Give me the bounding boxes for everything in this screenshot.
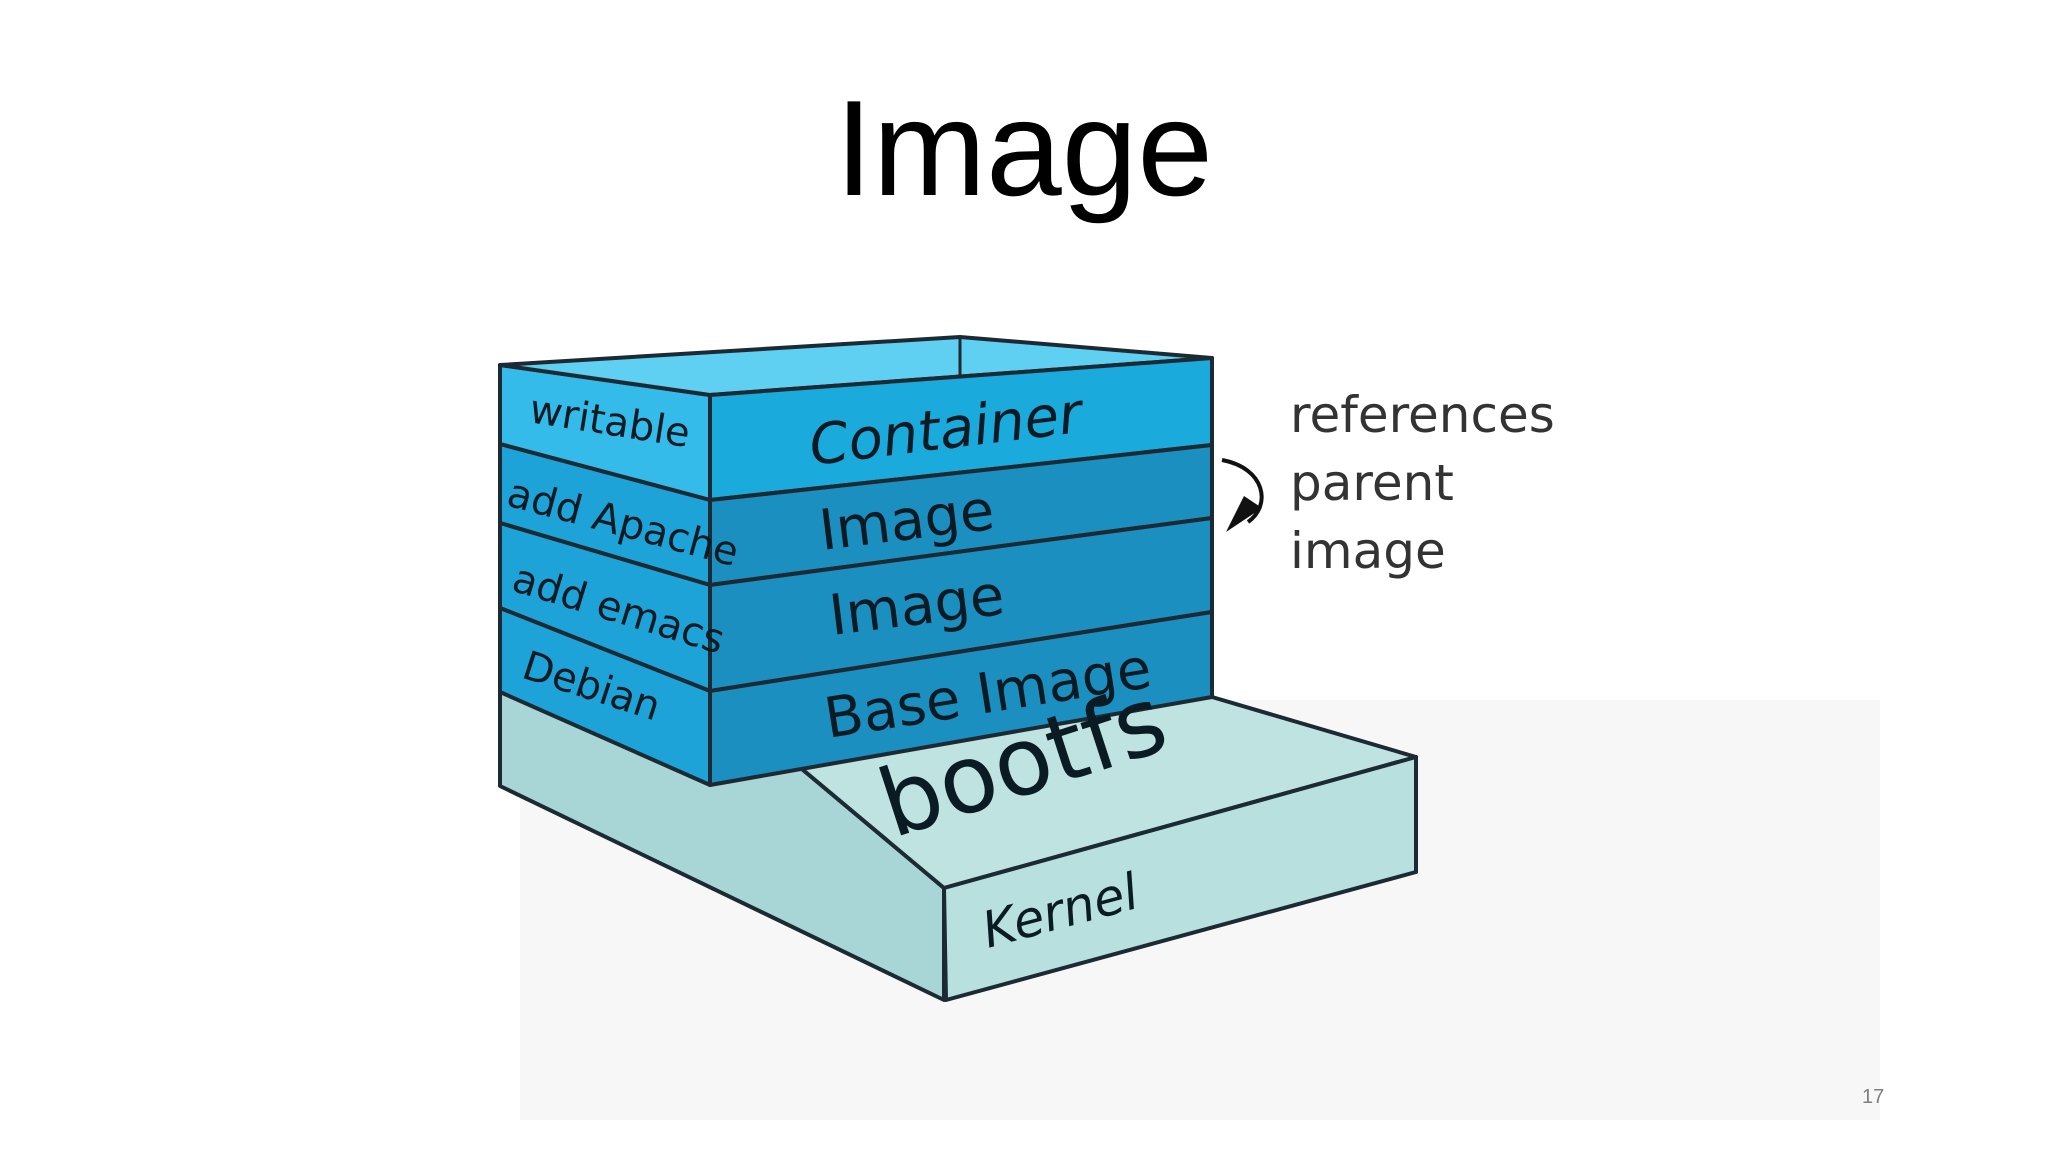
annotation-line-2: parent xyxy=(1290,454,1454,512)
layer-base-image xyxy=(708,610,1214,787)
slide-title: Image xyxy=(835,72,1213,224)
kernel-front-face xyxy=(942,755,1418,1002)
page-number: 17 xyxy=(1862,1086,1885,1108)
references-arrow-icon xyxy=(1221,458,1264,532)
front-stack xyxy=(498,335,1214,787)
annotation-line-3: image xyxy=(1290,522,1446,580)
annotation-line-1: references xyxy=(1290,386,1555,444)
